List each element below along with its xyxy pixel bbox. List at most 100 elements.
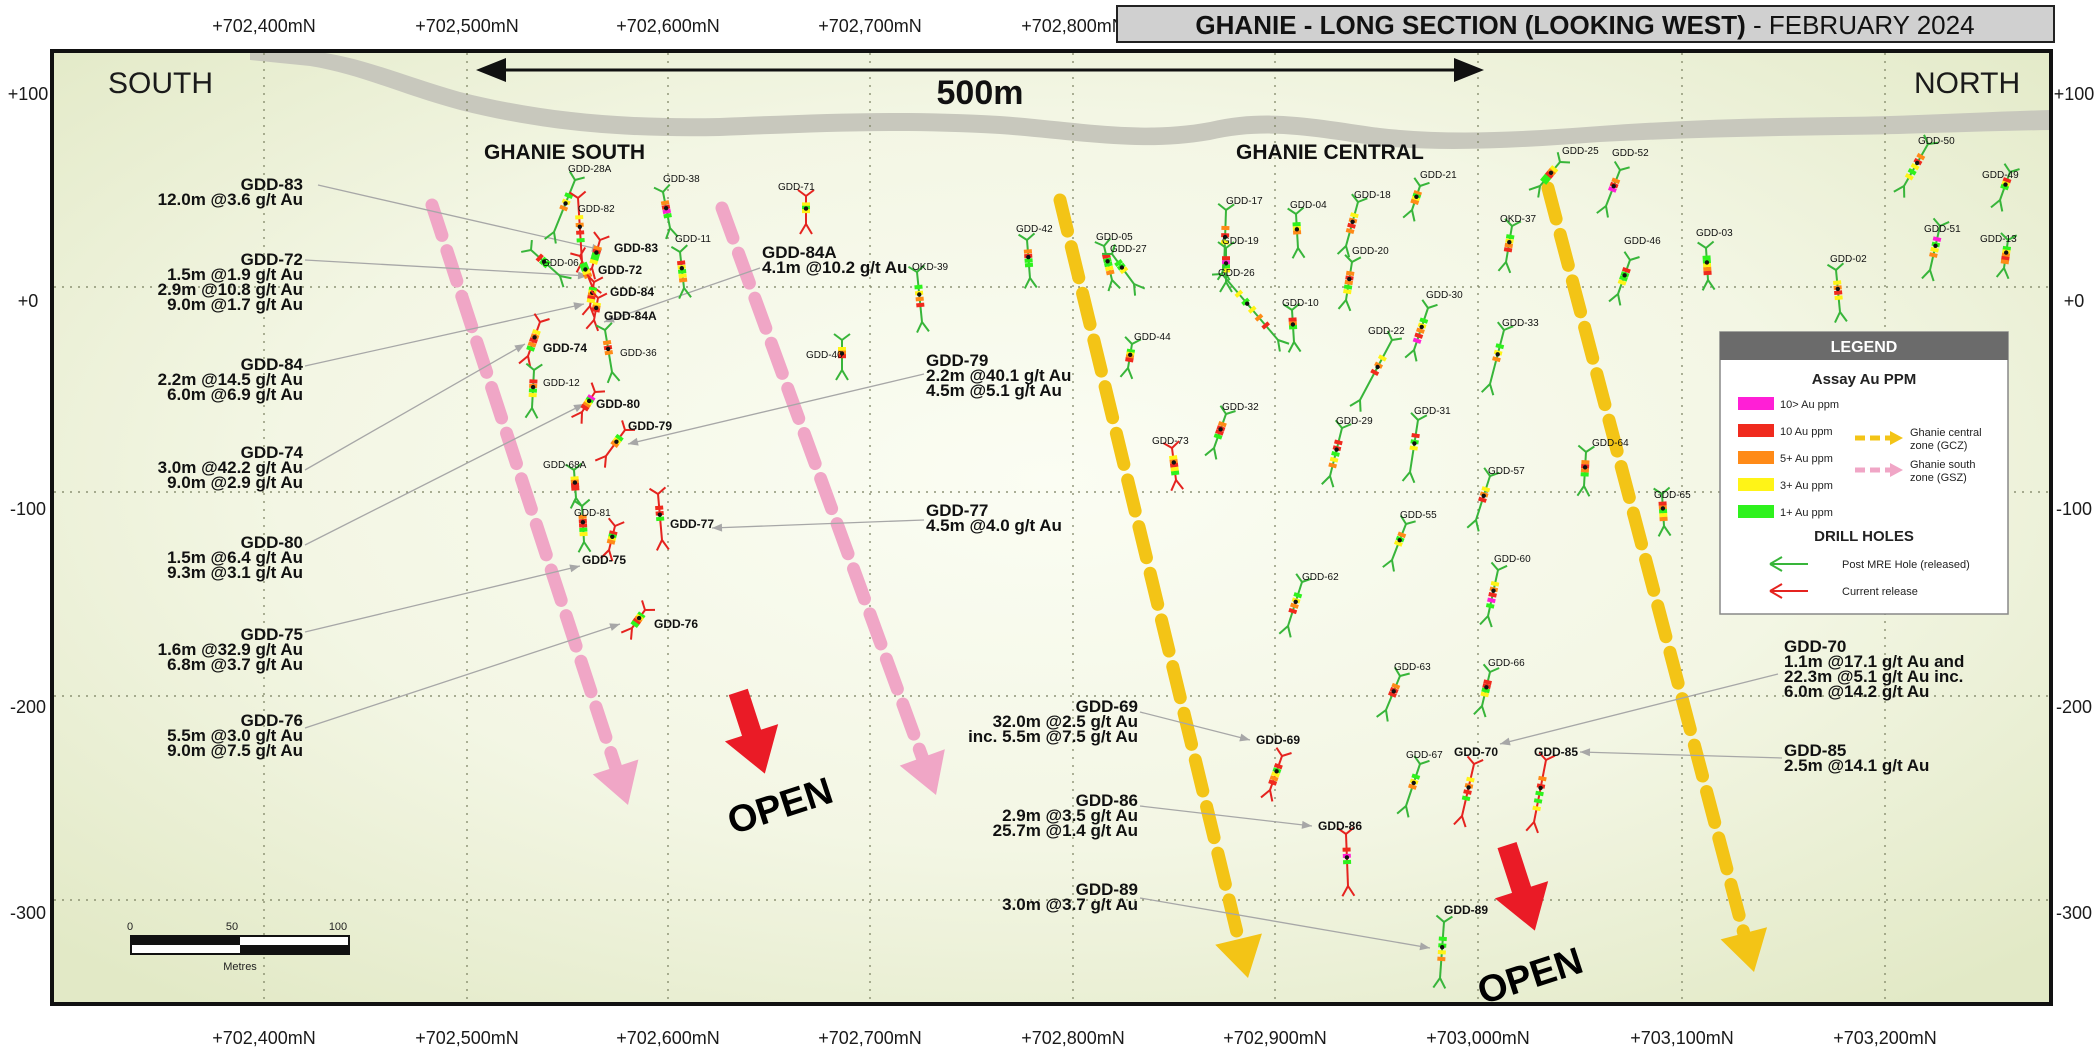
drill-hole-gdd-42-pierce-point bbox=[1026, 255, 1030, 259]
drill-hole-gdd-29-assay-4 bbox=[1329, 464, 1337, 466]
drill-hole-gdd-11-assay-3 bbox=[679, 275, 687, 276]
drill-hole-gdd-66-assay-0 bbox=[1484, 681, 1492, 683]
drill-hole-gdd-20-assay-0 bbox=[1346, 273, 1354, 274]
drill-hole-gdd-46-label: GDD-46 bbox=[1624, 236, 1661, 247]
drill-hole-gdd-68a-assay-0 bbox=[571, 478, 579, 479]
drill-hole-gdd-73-assay-3 bbox=[1171, 469, 1179, 470]
drill-hole-gdd-57-pierce-point bbox=[1482, 494, 1486, 498]
scale-tick-100: 100 bbox=[329, 921, 347, 933]
drill-hole-gdd-44-assay-3 bbox=[1125, 359, 1133, 360]
drill-hole-gdd-31-assay-2 bbox=[1410, 447, 1418, 448]
drill-hole-gdd-51-assay-0 bbox=[1933, 238, 1941, 240]
drill-hole-gdd-68a-label: GDD-68A bbox=[543, 460, 587, 471]
drill-hole-gdd-46-pierce-point bbox=[1622, 273, 1626, 277]
drill-hole-gdd-63-label: GDD-63 bbox=[1394, 662, 1431, 673]
drill-hole-gdd-31-assay-0 bbox=[1412, 435, 1420, 436]
drill-hole-gdd-44-label: GDD-44 bbox=[1134, 332, 1171, 343]
drill-hole-gdd-81-pierce-point bbox=[581, 520, 585, 524]
drill-hole-gdd-30-assay-0 bbox=[1420, 319, 1428, 322]
drill-hole-gdd-12-label: GDD-12 bbox=[543, 378, 580, 389]
drill-hole-gdd-51-assay-3 bbox=[1929, 254, 1937, 256]
drill-hole-gdd-84a-pierce-point bbox=[594, 306, 598, 310]
drill-hole-gdd-02-assay-0 bbox=[1833, 282, 1841, 283]
drill-hole-gdd-03-pierce-point bbox=[1705, 260, 1709, 264]
drill-hole-gdd-11-assay-0 bbox=[677, 262, 685, 263]
drill-hole-gdd-74-pierce-point bbox=[532, 335, 536, 339]
drill-hole-gdd-05-label: GDD-05 bbox=[1096, 232, 1133, 243]
drill-hole-gdd-72-label: GDD-72 bbox=[598, 263, 642, 277]
legend-assay-label-0: 10> Au ppm bbox=[1780, 399, 1839, 411]
callout-gdd-89-line-0: 3.0m @3.7 g/t Au bbox=[1002, 895, 1138, 914]
drill-hole-gdd-36-pierce-point bbox=[606, 347, 610, 351]
drill-hole-gdd-27-tip-a bbox=[1134, 284, 1135, 296]
drill-hole-gdd-18-pierce-point bbox=[1350, 220, 1354, 224]
drill-hole-gdd-89-pierce-point bbox=[1440, 945, 1444, 949]
drill-hole-gdd-85-assay-4 bbox=[1533, 808, 1541, 810]
drill-hole-gdd-21-assay-3 bbox=[1411, 201, 1419, 204]
northing-bottom-702-700mn: +702,700mN bbox=[818, 1028, 922, 1048]
drill-hole-gdd-18-label: GDD-18 bbox=[1354, 190, 1391, 201]
drill-hole-gdd-40-label: GDD-40 bbox=[806, 350, 843, 361]
drill-hole-gdd-74-label: GDD-74 bbox=[543, 341, 587, 355]
callout-gdd-80-line-1: 9.3m @3.1 g/t Au bbox=[167, 563, 303, 582]
drill-hole-gdd-84-assay-3 bbox=[587, 297, 595, 298]
drill-hole-okd-37-label: OKD-37 bbox=[1500, 214, 1537, 225]
drill-hole-gdd-67-pierce-point bbox=[1412, 781, 1416, 785]
callout-gdd-72-line-2: 9.0m @1.7 g/t Au bbox=[167, 295, 303, 314]
drill-hole-gdd-69-assay-4 bbox=[1269, 781, 1277, 784]
drill-hole-okd-37-assay-3 bbox=[1504, 249, 1512, 250]
drill-hole-gdd-30-assay-3 bbox=[1415, 334, 1423, 337]
drill-hole-gdd-66-pierce-point bbox=[1484, 685, 1488, 689]
drill-hole-gdd-20-label: GDD-20 bbox=[1352, 246, 1389, 257]
drill-hole-gdd-19-label: GDD-19 bbox=[1222, 236, 1259, 247]
drill-hole-gdd-86-pierce-point bbox=[1345, 855, 1349, 859]
drill-hole-gdd-02-pierce-point bbox=[1836, 287, 1840, 291]
drill-hole-gdd-29-assay-2 bbox=[1332, 453, 1340, 455]
drill-hole-gdd-11-assay-2 bbox=[678, 271, 686, 272]
drill-hole-gdd-80-pierce-point bbox=[587, 399, 591, 403]
drill-hole-gdd-60-assay-0 bbox=[1491, 583, 1499, 585]
drill-hole-gdd-22-pierce-point bbox=[1375, 365, 1379, 369]
drill-hole-gdd-68a-assay-2 bbox=[571, 485, 579, 486]
drill-hole-gdd-31-label: GDD-31 bbox=[1414, 406, 1451, 417]
legend-assay-label-2: 5+ Au ppm bbox=[1780, 453, 1833, 465]
drill-hole-gdd-02-assay-2 bbox=[1834, 292, 1842, 293]
drill-hole-gdd-75-label: GDD-75 bbox=[582, 553, 626, 567]
drill-hole-gdd-60-pierce-point bbox=[1491, 589, 1495, 593]
drill-hole-gdd-67-assay-0 bbox=[1412, 775, 1420, 778]
drill-hole-gdd-51-pierce-point bbox=[1933, 244, 1937, 248]
drill-hole-gdd-79-tip-b bbox=[605, 456, 606, 468]
drill-hole-gdd-18-assay-3 bbox=[1346, 230, 1354, 232]
drill-hole-gdd-84-assay-0 bbox=[589, 289, 597, 290]
drill-hole-gdd-60-label: GDD-60 bbox=[1494, 554, 1531, 565]
drill-hole-gdd-62-assay-0 bbox=[1294, 594, 1302, 596]
drill-hole-gdd-13-assay-4 bbox=[2001, 261, 2009, 262]
drill-hole-gdd-77-pierce-point bbox=[658, 513, 662, 517]
callout-gdd-83-line-0: 12.0m @3.6 g/t Au bbox=[158, 190, 303, 209]
drill-hole-gdd-73-pierce-point bbox=[1172, 460, 1176, 464]
drill-hole-gdd-38-assay-2 bbox=[663, 211, 671, 213]
elevation-right-100: +100 bbox=[2054, 84, 2095, 104]
drill-hole-gdd-30-assay-2 bbox=[1417, 329, 1425, 332]
drill-hole-gdd-13-assay-3 bbox=[2001, 258, 2009, 259]
elevation-right-100: -100 bbox=[2056, 499, 2092, 519]
drill-hole-gdd-55-pierce-point bbox=[1398, 538, 1402, 542]
legend-assay-label-1: 10 Au ppm bbox=[1780, 426, 1833, 438]
drill-hole-gdd-63-assay-0 bbox=[1392, 685, 1399, 688]
drill-hole-gdd-28a-label: GDD-28A bbox=[568, 164, 612, 175]
drill-hole-gdd-20-assay-4 bbox=[1343, 291, 1351, 292]
drill-hole-gdd-18-assay-0 bbox=[1351, 214, 1359, 216]
drill-hole-gdd-29-label: GDD-29 bbox=[1336, 416, 1373, 427]
drill-hole-gdd-64-pierce-point bbox=[1583, 465, 1587, 469]
elevation-left-0: +0 bbox=[18, 291, 39, 311]
drill-hole-gdd-89-assay-3 bbox=[1437, 959, 1445, 960]
drill-hole-gdd-29-pierce-point bbox=[1334, 447, 1338, 451]
northing-bottom-702-600mn: +702,600mN bbox=[616, 1028, 720, 1048]
zone-ghanie-central-label: GHANIE CENTRAL bbox=[1236, 141, 1424, 164]
drill-hole-gdd-25-head-b bbox=[1560, 162, 1570, 163]
drill-hole-gdd-85-pierce-point bbox=[1538, 786, 1542, 790]
drill-hole-gdd-73-assay-2 bbox=[1170, 465, 1178, 466]
northing-bottom-702-900mn: +702,900mN bbox=[1223, 1028, 1327, 1048]
drill-hole-gdd-33-assay-0 bbox=[1496, 345, 1504, 347]
